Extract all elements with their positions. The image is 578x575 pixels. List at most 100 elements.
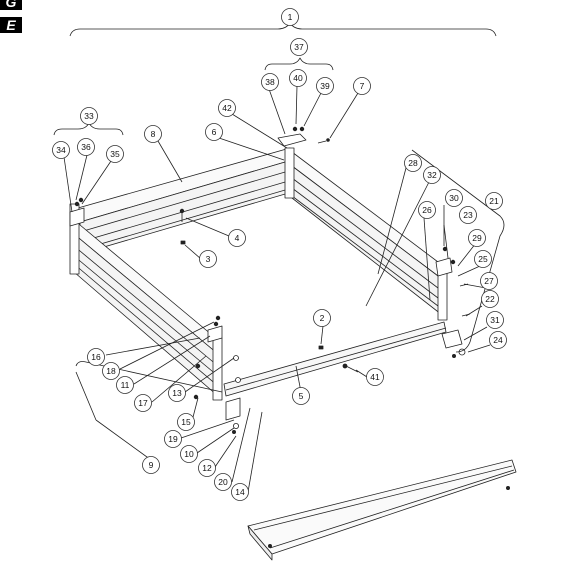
callout-circle xyxy=(445,189,463,207)
callout-circle xyxy=(228,229,246,247)
callout-number: 34 xyxy=(56,145,66,155)
callout-circle xyxy=(164,430,182,448)
callout-number: 4 xyxy=(235,233,240,243)
callout-5: 5 xyxy=(292,387,310,405)
callout-circle xyxy=(366,368,384,386)
callout-36: 36 xyxy=(77,138,95,156)
callout-circle xyxy=(218,99,236,117)
callout-25: 25 xyxy=(474,250,492,268)
callout-number: 40 xyxy=(293,73,303,83)
callout-circle xyxy=(481,290,499,308)
callout-circle xyxy=(52,141,70,159)
callout-11: 11 xyxy=(116,376,134,394)
callout-number: 35 xyxy=(110,149,120,159)
callout-circle xyxy=(468,229,486,247)
section-badge-e: E xyxy=(0,17,22,33)
callout-circle xyxy=(177,413,195,431)
callout-number: 29 xyxy=(472,233,482,243)
callout-14: 14 xyxy=(231,483,249,501)
callout-circle xyxy=(459,206,477,224)
callout-number: 13 xyxy=(172,388,182,398)
left-rail xyxy=(73,219,219,397)
callout-circle xyxy=(134,394,152,412)
callout-circle xyxy=(289,69,307,87)
callout-7: 7 xyxy=(353,77,371,95)
callout-circle xyxy=(423,166,441,184)
callout-circle xyxy=(80,107,98,125)
brace-1 xyxy=(69,22,497,37)
callout-circle xyxy=(290,38,308,56)
callout-circle xyxy=(261,73,279,91)
callout-number: 24 xyxy=(493,335,503,345)
callout-circle xyxy=(485,192,503,210)
callout-circle xyxy=(281,8,299,26)
callout-number: 32 xyxy=(427,170,437,180)
callout-number: 15 xyxy=(181,417,191,427)
post-back xyxy=(284,147,295,199)
callout-13: 13 xyxy=(168,384,186,402)
callout-20: 20 xyxy=(214,473,232,491)
callout-number: 18 xyxy=(106,366,116,376)
bracket-right-top xyxy=(435,246,456,277)
callout-2: 2 xyxy=(313,309,331,327)
callout-number: 28 xyxy=(408,158,418,168)
callout-35: 35 xyxy=(106,145,124,163)
callout-number: 27 xyxy=(484,276,494,286)
bolt-41 xyxy=(342,363,359,373)
bracket-back-top xyxy=(277,126,330,147)
callout-circle xyxy=(142,456,160,474)
callout-circle xyxy=(87,348,105,366)
callout-33: 33 xyxy=(80,107,98,125)
callout-42: 42 xyxy=(218,99,236,117)
callout-number: 6 xyxy=(212,127,217,137)
callout-37: 37 xyxy=(290,38,308,56)
fastener-4 xyxy=(179,208,185,222)
callout-number: 23 xyxy=(463,210,473,220)
callout-number: 42 xyxy=(222,103,232,113)
callout-number: 26 xyxy=(422,205,432,215)
callout-circle xyxy=(144,125,162,143)
callout-30: 30 xyxy=(445,189,463,207)
callout-17: 17 xyxy=(134,394,152,412)
callout-circle xyxy=(180,445,198,463)
callout-circle xyxy=(214,473,232,491)
section-badge-g: G xyxy=(0,0,22,10)
callout-number: 22 xyxy=(485,294,495,304)
callout-number: 9 xyxy=(149,460,154,470)
callout-number: 30 xyxy=(449,193,459,203)
callout-circle xyxy=(77,138,95,156)
callout-21: 21 xyxy=(485,192,503,210)
callout-41: 41 xyxy=(366,368,384,386)
callout-32: 32 xyxy=(423,166,441,184)
callout-number: 25 xyxy=(478,254,488,264)
bracket-front-left-bottom xyxy=(193,355,241,434)
callout-circle xyxy=(316,77,334,95)
callout-27: 27 xyxy=(480,272,498,290)
group-outline-21 xyxy=(411,149,505,353)
callout-22: 22 xyxy=(481,290,499,308)
callout-31: 31 xyxy=(486,311,504,329)
post-back-left xyxy=(69,203,80,275)
callout-6: 6 xyxy=(205,123,223,141)
callout-number: 3 xyxy=(206,254,211,264)
callout-number: 10 xyxy=(184,449,194,459)
callout-number: 33 xyxy=(84,111,94,121)
callout-34: 34 xyxy=(52,141,70,159)
callout-circle xyxy=(313,309,331,327)
front-rail xyxy=(223,321,447,397)
callout-15: 15 xyxy=(177,413,195,431)
back-rail xyxy=(77,147,293,255)
callout-number: 1 xyxy=(288,12,293,22)
callout-circle xyxy=(404,154,422,172)
callout-circle xyxy=(418,201,436,219)
callout-40: 40 xyxy=(289,69,307,87)
callout-number: 36 xyxy=(81,142,91,152)
callout-circle xyxy=(106,145,124,163)
callout-4: 4 xyxy=(228,229,246,247)
fastener-3 xyxy=(180,240,186,245)
callout-number: 31 xyxy=(490,315,500,325)
callout-number: 8 xyxy=(151,129,156,139)
